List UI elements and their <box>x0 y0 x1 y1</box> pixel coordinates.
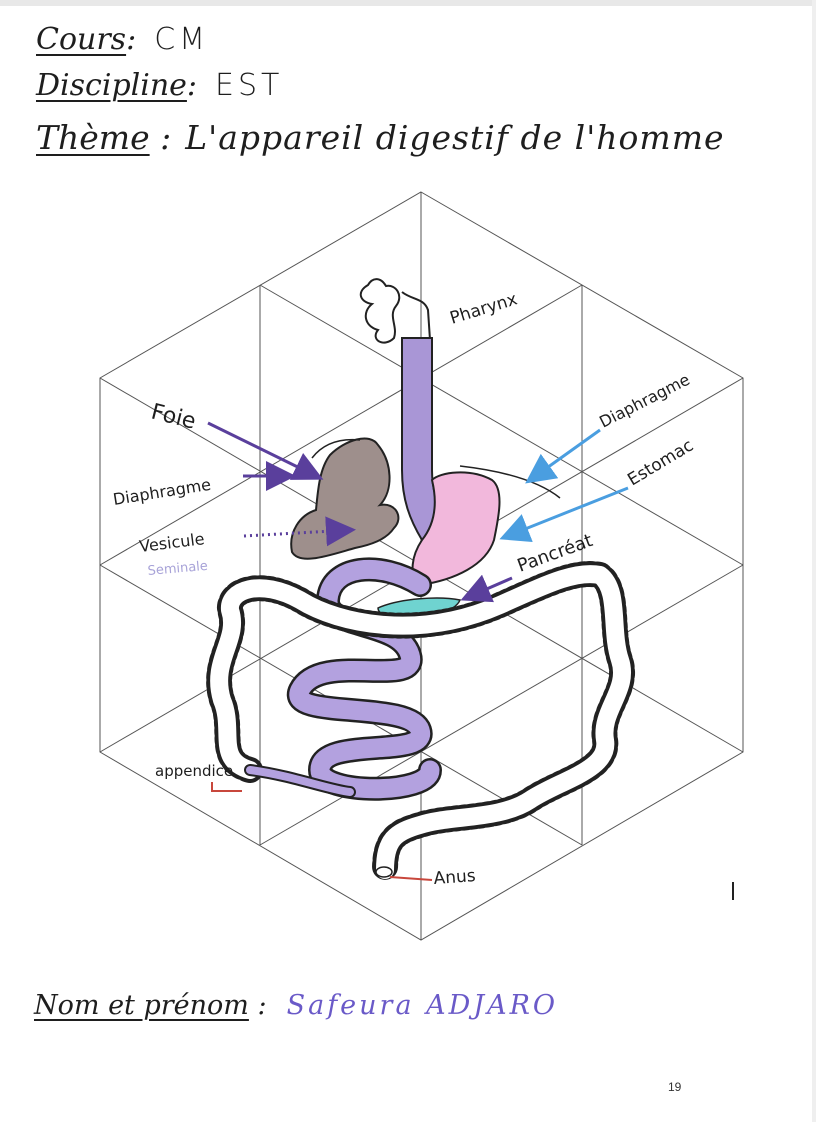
arrow-foie <box>207 421 324 480</box>
label-seminale: Seminale <box>147 559 208 579</box>
cours-line: Cours:CM <box>36 22 210 57</box>
page-right-edge <box>812 0 816 1122</box>
diaphragm-curve-right <box>459 465 561 499</box>
cours-value: CM <box>154 22 210 57</box>
page-number: 19 <box>668 1080 682 1094</box>
theme-line: Thème :L'appareil digestif de l'homme <box>36 118 725 157</box>
anus-opening <box>375 866 393 878</box>
cours-label: Cours <box>36 22 127 57</box>
label-diaphragme-right: Diaphragme <box>596 370 693 432</box>
discipline-label: Discipline <box>36 68 187 103</box>
name-value: Safeura ADJARO <box>286 990 559 1021</box>
label-foie: Foie <box>149 400 199 435</box>
arrow-pancreas <box>460 574 513 603</box>
label-anus: Anus <box>433 866 476 889</box>
label-vesicule: Vesicule <box>138 529 205 556</box>
pointer-anus <box>389 876 433 881</box>
label-appendice: appendice <box>155 762 233 780</box>
liver <box>290 437 400 560</box>
stomach <box>411 471 501 587</box>
label-diaphragme-left: Diaphragme <box>112 475 213 509</box>
arrow-diaphragme-right <box>525 428 601 484</box>
page-top-edge <box>0 0 816 6</box>
mouth-outline <box>359 278 401 344</box>
label-pharynx: Pharynx <box>448 289 520 328</box>
arrow-estomac <box>499 486 629 543</box>
discipline-line: Discipline:EST <box>36 68 284 103</box>
name-label: Nom et prénom <box>34 990 249 1021</box>
label-estomac: Estomac <box>624 436 697 491</box>
pointer-appendice <box>211 782 242 792</box>
name-line: Nom et prénom :Safeura ADJARO <box>34 990 559 1021</box>
discipline-value: EST <box>215 68 284 103</box>
theme-value: L'appareil digestif de l'homme <box>185 118 725 157</box>
theme-label: Thème <box>36 118 150 157</box>
pharynx-outline <box>401 291 431 341</box>
